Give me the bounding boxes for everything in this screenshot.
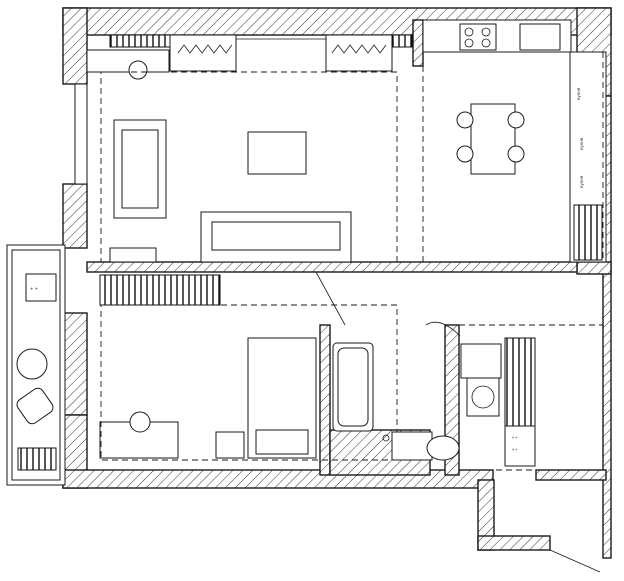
balcony: + + bbox=[6, 244, 66, 486]
living-sideboard-left bbox=[169, 34, 237, 72]
hall-wardrobe bbox=[504, 337, 536, 427]
kitchen-hob bbox=[459, 23, 497, 51]
bathroom-tap bbox=[382, 434, 390, 442]
living-zone-outline bbox=[100, 71, 398, 263]
wall-bath-bottom bbox=[329, 429, 431, 476]
hob-burner-1 bbox=[464, 27, 474, 37]
living-sideboard-left-pattern bbox=[177, 44, 233, 54]
hob-burner-2 bbox=[481, 27, 491, 37]
kitchen-chair-3 bbox=[456, 145, 474, 163]
living-coffee-table bbox=[247, 131, 307, 175]
laundry-shelf bbox=[460, 343, 502, 379]
toilet bbox=[426, 435, 460, 461]
balcony-radiator bbox=[17, 447, 57, 471]
washing-machine-drum bbox=[471, 385, 495, 409]
kitchen-label-1: кухня bbox=[576, 87, 581, 100]
wall-left-upper bbox=[62, 7, 88, 85]
hall-zone-outline bbox=[458, 324, 604, 471]
balcony-table-mark: + + bbox=[30, 286, 38, 291]
hob-burner-3 bbox=[464, 38, 474, 48]
living-radiator-left bbox=[109, 34, 171, 48]
bedroom-zone-outline bbox=[100, 304, 398, 461]
living-sofa-seat bbox=[121, 129, 159, 209]
bedroom-nightstand bbox=[215, 431, 245, 459]
living-sideboard-right bbox=[325, 34, 393, 72]
bathroom-vanity bbox=[391, 431, 433, 461]
living-room bbox=[74, 34, 413, 263]
bedroom-door-swing bbox=[315, 271, 346, 326]
bedroom-desk-chair bbox=[129, 411, 151, 433]
balcony-table bbox=[25, 273, 57, 302]
kitchen-chair-4 bbox=[507, 145, 525, 163]
living-radiator-right bbox=[391, 34, 413, 48]
bedroom bbox=[99, 271, 398, 461]
living-cabinet bbox=[109, 247, 157, 263]
living-window bbox=[74, 83, 88, 185]
wall-partition-kitchen bbox=[412, 19, 424, 67]
wall-left-middle bbox=[62, 183, 88, 249]
balcony-armchair bbox=[16, 387, 54, 425]
kitchen-label-3: кухня bbox=[579, 175, 584, 188]
kitchen-sink bbox=[519, 23, 561, 51]
wall-right-middle bbox=[576, 261, 612, 275]
hall-shoe-cabinet bbox=[504, 425, 536, 467]
bathtub-inner bbox=[337, 347, 369, 427]
kitchen-chair-1 bbox=[456, 111, 474, 129]
kitchen-zone-outline bbox=[422, 51, 604, 263]
hob-burner-4 bbox=[481, 38, 491, 48]
living-desk bbox=[86, 49, 170, 73]
kitchen-label-2: кухня bbox=[579, 137, 584, 150]
bedroom-wardrobe bbox=[99, 274, 221, 306]
kitchen-dining: кухня кухня кухня bbox=[422, 19, 607, 263]
shoe-cabinet-mark: * * bbox=[512, 436, 517, 441]
bathroom bbox=[332, 342, 460, 461]
laundry-hall: * * * * bbox=[425, 321, 604, 573]
balcony-round-chair bbox=[16, 348, 48, 380]
wall-left-lower bbox=[62, 312, 88, 416]
living-long-sofa-seat bbox=[211, 221, 341, 251]
shoe-cabinet-mark-2: * * bbox=[512, 448, 517, 453]
wall-bath-left bbox=[319, 324, 331, 476]
wall-bottom-right-top bbox=[535, 469, 607, 481]
wall-partition-horizontal bbox=[86, 261, 578, 273]
hall-door-swing bbox=[425, 321, 461, 337]
living-sideboard-right-pattern bbox=[331, 44, 387, 54]
kitchen-table bbox=[470, 103, 516, 175]
living-desk-chair bbox=[128, 60, 148, 80]
kitchen-radiator bbox=[573, 204, 603, 261]
bedroom-pillow bbox=[255, 429, 309, 455]
kitchen-chair-2 bbox=[507, 111, 525, 129]
entrance-door-swing bbox=[549, 549, 601, 573]
wall-bottom-right bbox=[477, 535, 551, 551]
